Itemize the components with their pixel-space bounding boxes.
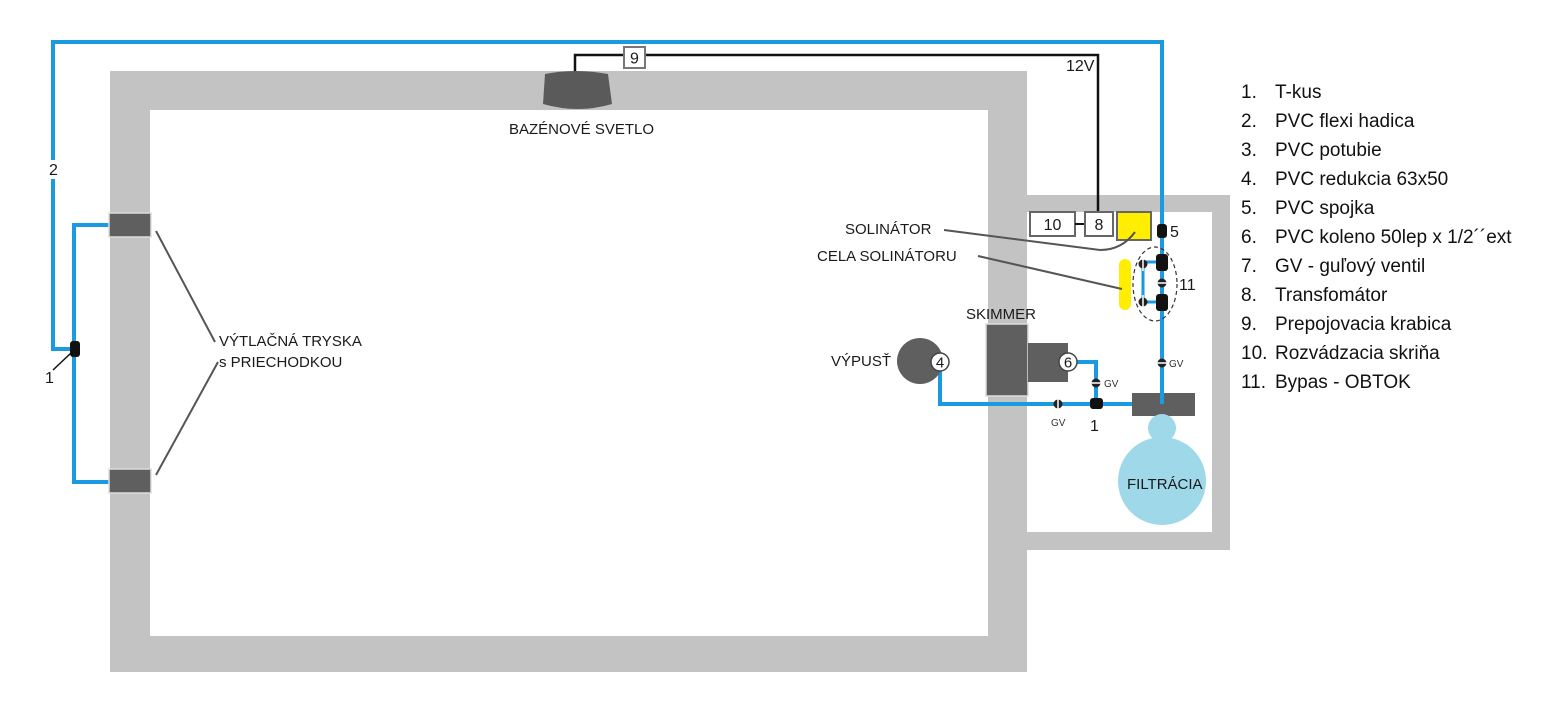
- legend-item-text: Prepojovacia krabica: [1275, 314, 1452, 335]
- chlorinator-pointer: [943, 229, 1136, 252]
- legend-item-number: 11.: [1241, 372, 1267, 393]
- legend-item: 5. PVC spojka: [1241, 194, 1512, 223]
- legend-item-text: Bypas - OBTOK: [1275, 372, 1411, 393]
- jets-label-line1: VÝTLAČNÁ TRYSKA: [219, 333, 362, 350]
- tee-left-pointer: [52, 352, 72, 371]
- legend-item: 11. Bypas - OBTOK: [1241, 368, 1512, 397]
- reducer-4: [930, 352, 950, 372]
- legend-item-number: 1.: [1241, 82, 1257, 103]
- component-legend: 1. T-kus 2. PVC flexi hadica 3. PVC potubie…: [1241, 78, 1512, 397]
- legend-item: 1. T-kus: [1241, 78, 1512, 107]
- bypass-valve-center: [1155, 278, 1169, 288]
- legend-item-number: 2.: [1241, 111, 1257, 132]
- jets-label-line2: s PRIECHODKOU: [219, 354, 342, 371]
- legend-item: 6. PVC koleno 50lep x 1/2´´ext: [1241, 223, 1512, 252]
- legend-item: 2. PVC flexi hadica: [1241, 107, 1512, 136]
- bypass-11-label: 11: [1179, 277, 1196, 294]
- drain-label: VÝPUSŤ: [831, 353, 891, 370]
- skimmer-body: [985, 323, 1029, 397]
- legend-item: 4. PVC redukcia 63x50: [1241, 165, 1512, 194]
- voltage-label: 12V: [1066, 58, 1095, 75]
- chlorinator-unit: [1116, 211, 1152, 241]
- legend-item-number: 6.: [1241, 227, 1257, 248]
- filter-pump-head: [1132, 393, 1195, 416]
- light-cable: [573, 53, 1100, 212]
- main-return-pipe: [51, 40, 1164, 402]
- legend-item-text: PVC spojka: [1275, 198, 1375, 219]
- filter-inlet-valve-label: GV: [1169, 359, 1184, 370]
- coupling-5-label: 5: [1170, 224, 1179, 241]
- tee-fitting-right: [1090, 398, 1103, 409]
- legend-item-number: 8.: [1241, 285, 1257, 306]
- junction-box-9-label: 9: [630, 51, 639, 68]
- coupling-5: [1157, 224, 1167, 238]
- jets-pointer-bottom: [155, 361, 219, 476]
- legend-item-number: 3.: [1241, 140, 1257, 161]
- legend-item: 9. Prepojovacia krabica: [1241, 310, 1512, 339]
- drain-suction-pipe: [938, 363, 1134, 406]
- legend-item-number: 5.: [1241, 198, 1257, 219]
- pipe-2-label: 2: [49, 162, 58, 179]
- jet-nozzle-top: [108, 212, 152, 238]
- legend-item-text: T-kus: [1275, 82, 1322, 103]
- drain-outlet: [897, 338, 943, 384]
- chlorinator-cell-label: CELA SOLINÁTORU: [817, 248, 957, 265]
- legend-item-number: 7.: [1241, 256, 1257, 277]
- pool-light: [543, 71, 612, 109]
- chlorinator-cell-pointer: [977, 255, 1123, 290]
- legend-item-text: Transfomátor: [1275, 285, 1388, 306]
- skimmer-label: SKIMMER: [966, 306, 1036, 323]
- chlorinator-cell: [1119, 259, 1131, 310]
- elbow-6: [1058, 352, 1078, 372]
- transformer-8: [1084, 211, 1114, 237]
- legend-item: 8. Transfomátor: [1241, 281, 1512, 310]
- distribution-box-10-label: 10: [1044, 217, 1062, 234]
- bypass-loop-pipe: [1141, 260, 1162, 304]
- reducer-4-label: 4: [936, 355, 944, 372]
- filter-inlet-valve: [1155, 358, 1169, 368]
- legend-item-text: PVC redukcia 63x50: [1275, 169, 1449, 190]
- legend-item-text: PVC koleno 50lep x 1/2´´ext: [1275, 227, 1512, 248]
- bypass-valve-top: [1138, 257, 1148, 271]
- filter-tank: [1118, 437, 1206, 525]
- legend-item-text: PVC flexi hadica: [1275, 111, 1415, 132]
- legend-item: 7. GV - guľový ventil: [1241, 252, 1512, 281]
- drain-valve: [1053, 397, 1063, 411]
- pipe-2-label-bg: [45, 160, 62, 179]
- tee-fitting-left: [70, 341, 80, 357]
- chlorinator-label: SOLINÁTOR: [845, 221, 932, 238]
- legend-item-number: 4.: [1241, 169, 1257, 190]
- legend-item: 3. PVC potubie: [1241, 136, 1512, 165]
- drain-valve-label: GV: [1051, 418, 1066, 429]
- legend-item-number: 9.: [1241, 314, 1257, 335]
- legend-item-text: Rozvádzacia skriňa: [1275, 343, 1440, 364]
- pool-wall: [110, 71, 1027, 672]
- legend-item-text: GV - guľový ventil: [1275, 256, 1426, 277]
- jet-nozzle-bottom: [108, 468, 152, 494]
- elbow-6-label: 6: [1064, 355, 1072, 372]
- skimmer-valve: [1089, 378, 1103, 388]
- legend-item-text: PVC potubie: [1275, 140, 1382, 161]
- bypass-tee-bottom: [1156, 294, 1168, 311]
- pool-light-label: BAZÉNOVÉ SVETLO: [509, 121, 654, 138]
- bypass-outline: [1132, 246, 1178, 322]
- legend-item: 10. Rozvádzacia skriňa: [1241, 339, 1512, 368]
- filter-neck: [1148, 414, 1176, 442]
- filtration-label: FILTRÁCIA: [1127, 476, 1203, 493]
- jets-pointer-top: [155, 230, 216, 343]
- bypass-valve-bottom: [1138, 295, 1148, 309]
- bypass-tee-top: [1156, 254, 1168, 271]
- tee-left-label: 1: [45, 370, 54, 387]
- skimmer-valve-label: GV: [1104, 379, 1119, 390]
- distribution-box-10: [1029, 211, 1076, 237]
- transformer-8-label: 8: [1095, 217, 1104, 234]
- junction-box-9: [623, 46, 646, 69]
- legend-item-number: 10.: [1241, 343, 1268, 364]
- tee-right-label: 1: [1090, 418, 1099, 435]
